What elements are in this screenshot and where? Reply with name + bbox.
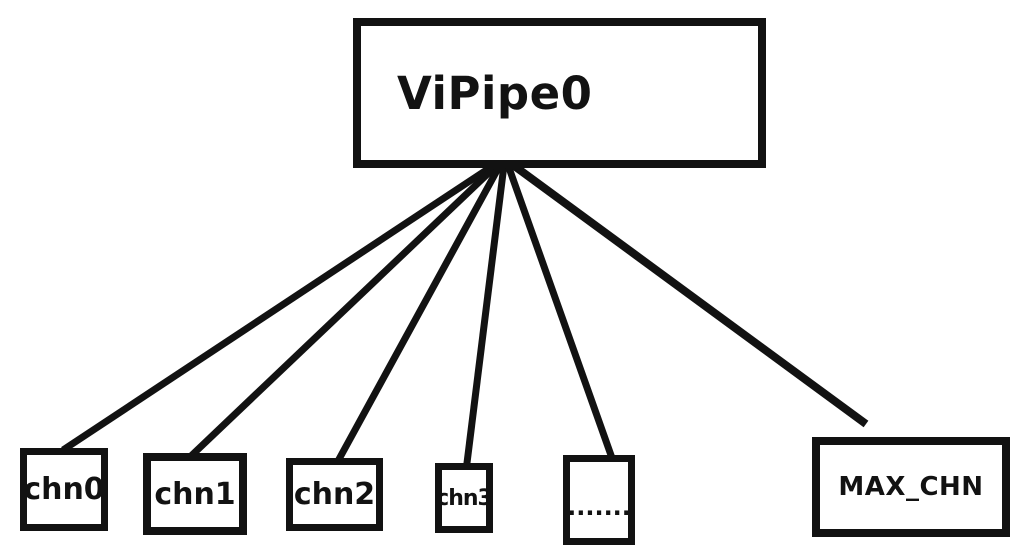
- node-chn1: chn1: [143, 453, 247, 535]
- node-chn2: chn2: [286, 458, 383, 531]
- node-ellipsis-label: .......: [567, 493, 631, 521]
- node-chn0-label: chn0: [23, 472, 105, 507]
- node-chn2-label: chn2: [293, 477, 376, 512]
- node-chn1-label: chn1: [154, 476, 236, 512]
- connector-vipipe0-chn1: [188, 162, 500, 459]
- node-max-chn: MAX_CHN: [812, 437, 1010, 537]
- node-vipipe0-label: ViPipe0: [397, 66, 593, 120]
- node-max-chn-label: MAX_CHN: [838, 472, 984, 502]
- connector-vipipe0-chn3: [462, 164, 508, 472]
- node-chn3-label: chn3: [436, 485, 492, 511]
- node-chn3: chn3: [435, 463, 493, 533]
- node-chn0: chn0: [20, 448, 108, 531]
- connector-vipipe0-ellipsis: [504, 163, 616, 460]
- node-vipipe0: ViPipe0: [353, 18, 766, 168]
- connector-vipipe0-chn0: [61, 162, 496, 453]
- node-ellipsis: .......: [563, 455, 635, 545]
- connector-vipipe0-chn2: [334, 163, 504, 463]
- connector-vipipe0-max-chn: [510, 161, 869, 428]
